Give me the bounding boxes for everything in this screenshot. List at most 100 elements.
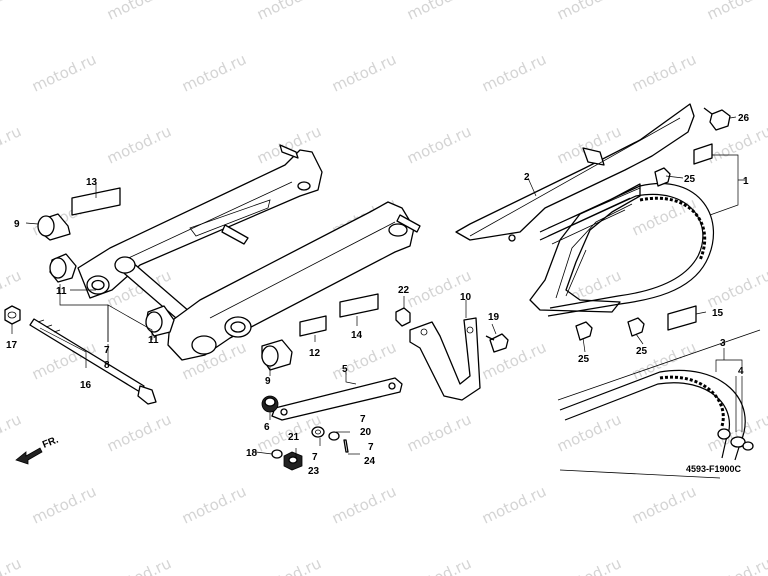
watermark-text: motod.ru: [404, 0, 474, 24]
callout-9-b: 9: [265, 376, 271, 387]
callout-7-a: 7: [104, 345, 110, 356]
roller-6: [261, 395, 279, 413]
watermark-text: motod.ru: [29, 50, 99, 95]
watermark-text: motod.ru: [554, 0, 624, 24]
callout-23: 23: [308, 466, 320, 477]
callout-25-c: 25: [636, 346, 648, 357]
callout-3: 3: [720, 338, 726, 349]
decal-14: [339, 293, 379, 318]
watermark-text: motod.ru: [104, 410, 174, 455]
watermark-text: motod.ru: [404, 266, 474, 311]
callout-labels: 1 2 3 4 5 6 7 7 7 7 8 9 9 10 11 11 12 13…: [6, 113, 750, 477]
watermark-text: motod.ru: [0, 122, 24, 167]
drive-chain-1: [539, 183, 715, 317]
watermark-text: motod.ru: [104, 554, 174, 576]
bushing-11-upper: [49, 253, 77, 283]
callout-7-b: 7: [360, 414, 366, 425]
watermark-text: motod.ru: [404, 122, 474, 167]
watermark-text: motod.ru: [0, 266, 24, 311]
callout-7-d: 7: [312, 452, 318, 463]
watermark-text: motod.ru: [329, 50, 399, 95]
watermark-text: motod.ru: [629, 194, 699, 239]
bolt-25-right: [627, 317, 645, 337]
callout-8: 8: [104, 360, 110, 371]
watermark-text: motod.ru: [104, 0, 174, 24]
callout-1: 1: [743, 176, 749, 187]
callout-13: 13: [86, 177, 98, 188]
pivot-bolt-16: [29, 318, 157, 405]
watermark-text: motod.ru: [179, 50, 249, 95]
callout-2: 2: [524, 172, 530, 183]
watermark-text: motod.ru: [329, 482, 399, 527]
callout-20: 20: [360, 427, 372, 438]
watermark-text: motod.ru: [629, 50, 699, 95]
bushing-11-lower: [145, 305, 175, 337]
callout-25-a: 25: [684, 174, 696, 185]
leader-lines: [11, 116, 745, 458]
watermark-text: motod.ru: [0, 410, 24, 455]
watermark-text: motod.ru: [704, 122, 768, 167]
callout-10: 10: [460, 292, 472, 303]
watermark-text: motod.ru: [479, 338, 549, 383]
watermark-text: motod.ru: [0, 0, 24, 24]
part-code: 4593-F1900C: [686, 464, 742, 474]
callout-16: 16: [80, 380, 92, 391]
watermark-text: motod.ru: [704, 554, 768, 576]
callout-17: 17: [6, 340, 18, 351]
front-direction-arrow: [15, 447, 43, 465]
watermark-text: motod.ru: [629, 482, 699, 527]
bolt-25-top: [654, 167, 671, 187]
callout-21: 21: [288, 432, 300, 443]
watermark-text: motod.ru: [704, 266, 768, 311]
decal-13: [71, 187, 121, 216]
watermark-text: motod.ru: [554, 410, 624, 455]
decal-15: [667, 305, 697, 331]
watermark-text: motod.ru: [404, 554, 474, 576]
callout-24: 24: [364, 456, 376, 467]
callout-5: 5: [342, 364, 348, 375]
cotter-pin-24: [343, 439, 349, 453]
callout-18: 18: [246, 448, 258, 459]
watermark-text: motod.ru: [704, 0, 768, 24]
callout-12: 12: [309, 348, 321, 359]
watermark-text: motod.ru: [254, 0, 324, 24]
bushing-9-lower: [261, 339, 293, 371]
bushing-9-upper: [37, 213, 71, 241]
swingarm: [77, 144, 421, 361]
callout-25-b: 25: [578, 354, 590, 365]
direction-label: FR.: [41, 434, 60, 450]
watermark-text: motod.ru: [329, 338, 399, 383]
callout-22: 22: [398, 285, 410, 296]
bolt-25-left: [575, 321, 593, 341]
callout-19: 19: [488, 312, 500, 323]
callout-11-b: 11: [148, 335, 159, 346]
washer-18: [271, 449, 283, 459]
collar-20: [328, 431, 340, 441]
watermark-text: motod.ru: [254, 554, 324, 576]
callout-6: 6: [264, 422, 270, 433]
decal-12: [299, 315, 327, 337]
chain-guide-5: [271, 377, 403, 421]
bolt-19: [485, 333, 509, 353]
bracket-10: [409, 317, 481, 401]
callout-11-a: 11: [56, 286, 67, 297]
watermark-text: motod.ru: [29, 482, 99, 527]
washer-7: [311, 426, 325, 438]
nut-22: [395, 307, 411, 327]
nut-17: [4, 305, 21, 325]
chain-inset: [557, 329, 761, 479]
callout-9-a: 9: [14, 219, 20, 230]
decal-1-plate: [693, 143, 713, 165]
callout-4: 4: [738, 366, 744, 377]
bolt-26: [703, 107, 731, 131]
watermark-text: motod.ru: [0, 554, 24, 576]
watermark-text: motod.ru: [479, 50, 549, 95]
chain-case-2: [455, 103, 695, 313]
callout-7-c: 7: [368, 442, 374, 453]
callout-15: 15: [712, 308, 724, 319]
watermark-text: motod.ru: [554, 554, 624, 576]
watermark-text: motod.ru: [179, 482, 249, 527]
callout-14: 14: [351, 330, 363, 341]
watermark-text: motod.ru: [479, 482, 549, 527]
